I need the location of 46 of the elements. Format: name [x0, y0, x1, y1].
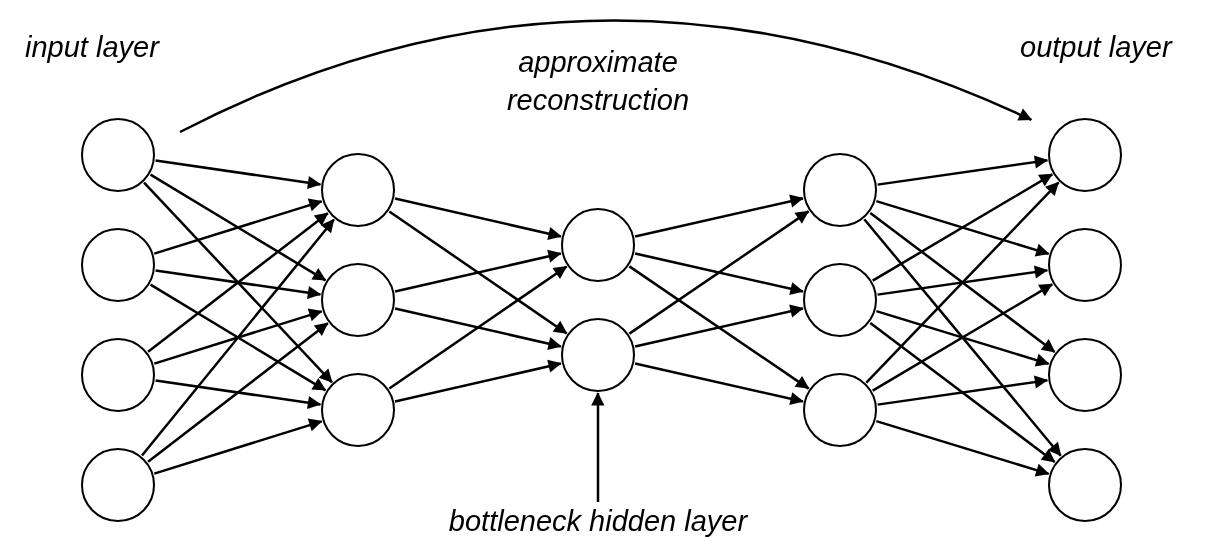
arrow — [155, 159, 322, 190]
arrow — [869, 211, 1056, 354]
arrow — [394, 197, 562, 240]
curved-arrow — [179, 19, 1033, 134]
layer-caption: input layer — [25, 30, 159, 65]
arrow — [149, 173, 327, 282]
neuron-circle — [321, 153, 395, 227]
arrow — [628, 210, 810, 335]
layer-caption: bottleneck hidden layer — [428, 504, 768, 537]
arrow — [877, 375, 1049, 406]
arrow — [591, 392, 605, 502]
neuron-circle — [321, 373, 395, 447]
arrow — [869, 321, 1056, 464]
arrow — [153, 308, 323, 365]
arrow — [153, 198, 323, 255]
arrow — [877, 155, 1049, 186]
arrow — [147, 212, 329, 353]
arrow — [865, 181, 1060, 384]
layer-caption: output layer — [1020, 30, 1172, 65]
arrow — [388, 210, 568, 335]
arrow — [394, 249, 562, 293]
arrow — [872, 283, 1053, 392]
arrow — [155, 379, 322, 410]
arrow — [394, 359, 562, 403]
arrow — [153, 418, 323, 475]
arrow — [875, 199, 1050, 257]
arrow — [875, 419, 1050, 477]
arrow — [877, 265, 1049, 296]
arrow — [143, 181, 333, 384]
arrow — [634, 304, 804, 348]
arrow — [634, 252, 804, 296]
edge-label: approximate reconstruction — [505, 45, 691, 118]
arrow — [149, 283, 327, 392]
arrow — [147, 322, 329, 463]
arrow — [155, 269, 322, 300]
arrow — [875, 309, 1050, 367]
arrow — [628, 265, 810, 390]
arrow — [141, 218, 335, 457]
arrow — [634, 194, 804, 238]
arrow — [634, 362, 804, 406]
neuron-circle — [803, 373, 877, 447]
arrow — [872, 173, 1053, 282]
arrow — [394, 307, 562, 350]
arrow — [863, 218, 1062, 457]
arrow — [388, 265, 568, 390]
neuron-circle — [803, 153, 877, 227]
